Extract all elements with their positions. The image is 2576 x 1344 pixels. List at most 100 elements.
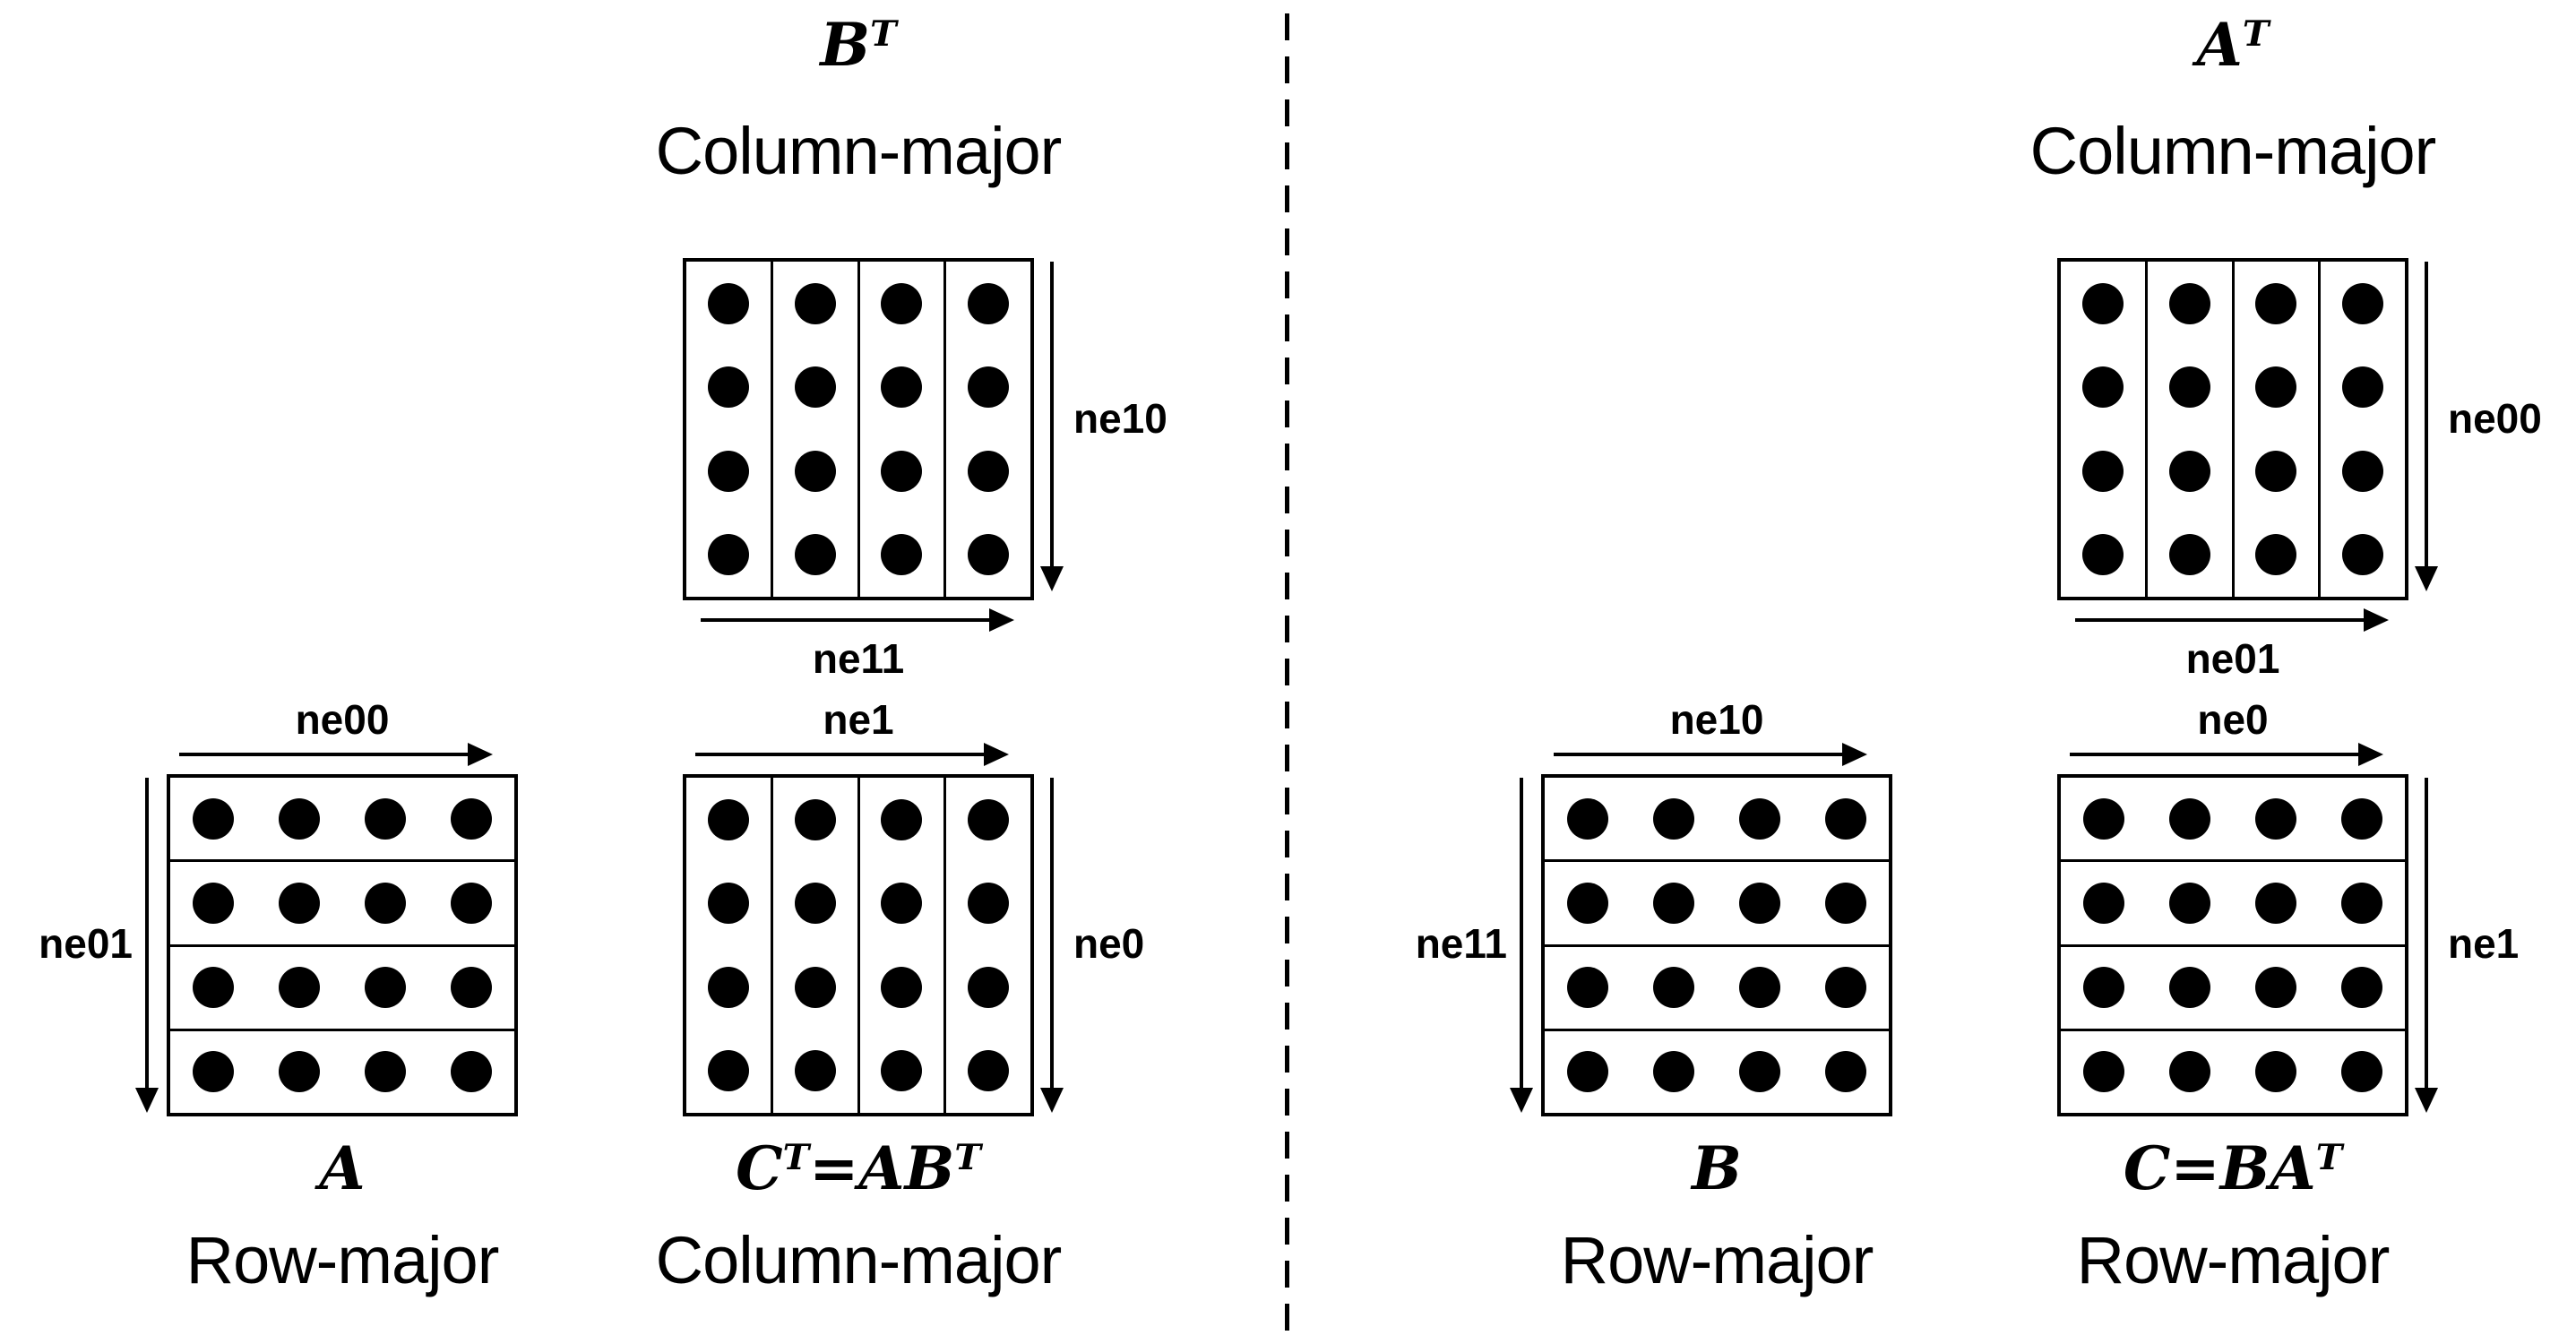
matrix-element-dot — [794, 966, 836, 1008]
arrow-label-bt-right: ne10 — [1073, 395, 1167, 442]
matrix-element-dot — [2081, 534, 2124, 576]
matrix-row-strip — [170, 778, 514, 859]
matrix-element-dot — [1739, 967, 1780, 1009]
matrix-column-strip — [857, 262, 944, 597]
matrix-element-dot — [451, 882, 492, 924]
arrow-ct-top-icon — [695, 753, 984, 756]
matrix-element-dot — [193, 967, 234, 1009]
math-superscript: T — [870, 13, 897, 56]
matrix-element-dot — [968, 366, 1010, 409]
matrix-a-grid — [167, 774, 518, 1116]
arrow-label-c-top: ne0 — [2197, 696, 2269, 743]
matrix-element-dot — [1825, 797, 1866, 840]
matrix-element-dot — [2081, 366, 2124, 409]
arrow-a-top-icon — [179, 753, 468, 756]
matrix-element-dot — [1653, 882, 1694, 924]
arrow-at-bottom-icon — [2075, 618, 2364, 622]
matrix-element-dot — [365, 1051, 406, 1093]
arrow-b-left-icon — [1520, 778, 1523, 1088]
matrix-element-dot — [707, 1050, 749, 1092]
matrix-element-dot — [968, 534, 1010, 576]
matrix-column-strip — [2061, 262, 2145, 597]
matrix-element-dot — [1567, 1051, 1608, 1093]
math-text: B — [820, 10, 871, 80]
matrix-element-dot — [193, 882, 234, 924]
matrix-c-title: C=BAT — [2012, 1136, 2453, 1202]
matrix-element-dot — [2081, 450, 2124, 492]
matrix-element-dot — [2255, 882, 2296, 924]
matrix-b-grid — [1541, 774, 1892, 1116]
matrix-element-dot — [968, 966, 1010, 1008]
arrow-label-at-bottom: ne01 — [2185, 635, 2280, 682]
matrix-element-dot — [2169, 967, 2210, 1009]
matrix-element-dot — [2255, 450, 2297, 492]
matrix-bt-grid — [683, 258, 1034, 600]
matrix-element-dot — [968, 282, 1010, 324]
matrix-at-grid — [2057, 258, 2408, 600]
matrix-element-dot — [881, 798, 923, 840]
math-text: =AB — [809, 1133, 955, 1203]
matrix-element-dot — [794, 366, 836, 409]
math-superscript: T — [954, 1137, 981, 1179]
arrow-bt-bottom-icon — [701, 618, 989, 622]
matrix-element-dot — [2168, 366, 2210, 409]
matrix-at-subtitle: Column-major — [2029, 114, 2437, 188]
matrix-element-dot — [707, 534, 749, 576]
matrix-a-subtitle: Row-major — [185, 1223, 500, 1297]
arrow-c-top-icon — [2070, 753, 2358, 756]
matrix-a-title: A — [167, 1136, 518, 1202]
matrix-column-strip — [2318, 262, 2405, 597]
matrix-row-strip — [170, 1028, 514, 1113]
matrix-element-dot — [279, 882, 320, 924]
dashed-divider-line — [1285, 13, 1289, 1331]
matrix-row-strip — [2061, 1028, 2405, 1113]
matrix-row-strip — [170, 859, 514, 943]
matrix-element-dot — [968, 1050, 1010, 1092]
matrix-element-dot — [365, 882, 406, 924]
matrix-element-dot — [968, 450, 1010, 492]
arrow-c-right-icon — [2425, 778, 2428, 1088]
matrix-column-strip — [943, 262, 1030, 597]
matrix-element-dot — [2169, 797, 2210, 840]
matrix-element-dot — [707, 450, 749, 492]
matrix-element-dot — [1567, 967, 1608, 1009]
matrix-element-dot — [707, 366, 749, 409]
matrix-element-dot — [451, 797, 492, 840]
matrix-b-title: B — [1541, 1136, 1892, 1202]
matrix-element-dot — [2255, 534, 2297, 576]
matrix-element-dot — [193, 1051, 234, 1093]
matrix-row-strip — [170, 943, 514, 1029]
arrow-label-ct-top: ne1 — [823, 696, 894, 743]
matrix-element-dot — [2341, 1051, 2382, 1093]
matrix-element-dot — [968, 798, 1010, 840]
math-text: A — [2196, 10, 2243, 80]
math-superscript: T — [782, 1137, 810, 1179]
matrix-ct-title: CT=ABT — [638, 1136, 1079, 1202]
matrix-element-dot — [279, 967, 320, 1009]
matrix-element-dot — [881, 883, 923, 925]
matrix-element-dot — [2255, 1051, 2296, 1093]
arrow-b-top-icon — [1554, 753, 1842, 756]
matrix-at-title: AT — [2057, 13, 2408, 78]
matrix-element-dot — [794, 798, 836, 840]
matrix-row-strip — [2061, 778, 2405, 859]
matrix-element-dot — [1567, 797, 1608, 840]
matrix-element-dot — [279, 797, 320, 840]
matrix-element-dot — [1825, 1051, 1866, 1093]
matrix-element-dot — [279, 1051, 320, 1093]
matrix-element-dot — [794, 883, 836, 925]
matrix-row-strip — [1545, 943, 1889, 1029]
math-text: A — [319, 1133, 366, 1203]
matrix-element-dot — [794, 1050, 836, 1092]
matrix-element-dot — [881, 450, 923, 492]
math-text: C — [736, 1133, 783, 1203]
matrix-element-dot — [2168, 282, 2210, 324]
matrix-element-dot — [707, 282, 749, 324]
matrix-element-dot — [2342, 534, 2384, 576]
matrix-column-strip — [943, 778, 1030, 1113]
matrix-element-dot — [794, 282, 836, 324]
matrix-element-dot — [2255, 967, 2296, 1009]
matrix-element-dot — [2169, 1051, 2210, 1093]
matrix-element-dot — [1653, 1051, 1694, 1093]
matrix-row-strip — [1545, 778, 1889, 859]
